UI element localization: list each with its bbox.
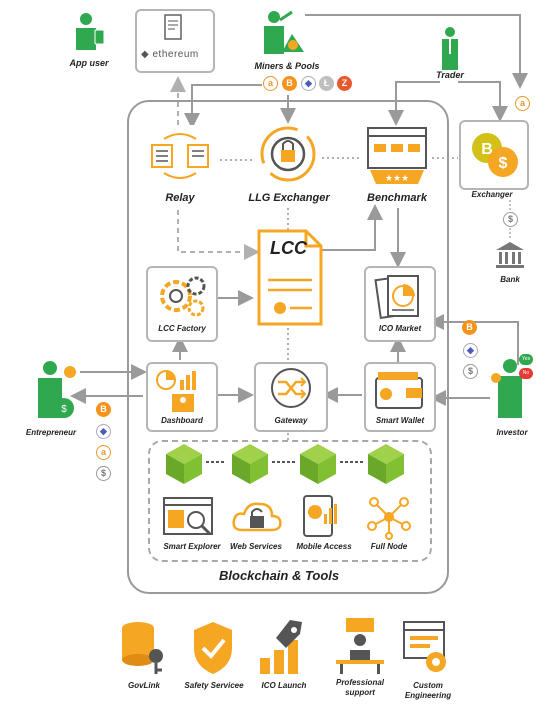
relay-label: Relay [165, 192, 195, 204]
exchanger-label: Exchanger [471, 190, 513, 199]
arrow-trader-benchmark [388, 81, 440, 126]
svg-text:★★★: ★★★ [385, 173, 409, 183]
dollar-coin-icon: $ [463, 364, 478, 379]
safety-service-label: Safety Servicee [184, 681, 244, 690]
llg-exchanger-label: LLG Exchanger [248, 192, 330, 204]
svg-text:$: $ [61, 404, 67, 415]
smart-explorer-icon [163, 497, 213, 536]
arrow-miners-exchanger [305, 14, 528, 89]
cloud-lock-icon [232, 502, 282, 532]
ico-market-module: ICO Market [364, 266, 436, 342]
lcc-document-icon [257, 229, 323, 326]
custom-engineering-label: Custom Engineering [404, 681, 452, 700]
custom-engineering-icon [403, 621, 446, 672]
gateway-shuffle-icon [271, 368, 311, 408]
llg-coin-icon: a [515, 96, 530, 111]
dashboard-chart-icon [156, 370, 196, 412]
container-title: Blockchain & Tools [219, 568, 340, 583]
web-services-label: Web Services [230, 542, 282, 551]
ico-launch-rocket-icon [260, 620, 302, 674]
ethereum-coin-icon: ◆ [96, 424, 111, 439]
litecoin-coin-icon: Ł [319, 76, 334, 91]
gear-icon [160, 276, 206, 317]
relay-module [143, 125, 219, 191]
investor-label: Investor [496, 428, 528, 437]
miner-icon [264, 10, 304, 54]
benchmark-label: Benchmark [367, 192, 427, 204]
benchmark-icon: ★★★ [367, 127, 427, 184]
investor-icon [491, 359, 522, 418]
arrow-investor-ico [428, 314, 519, 365]
mobile-access-icon [303, 495, 337, 537]
lcc-label: LCC [270, 238, 307, 258]
block-cube-icon [232, 444, 268, 484]
svg-text:$: $ [499, 155, 508, 172]
dollar-coin-icon: $ [503, 212, 518, 227]
bitcoin-coin-icon: B [282, 76, 297, 91]
zcash-coin-icon: Z [337, 76, 352, 91]
dollar-coin-icon: $ [96, 466, 111, 481]
llg-coin-icon: a [96, 445, 111, 460]
yes-badge: Yes [519, 354, 533, 365]
bitcoin-coin-icon: B [462, 320, 477, 335]
lcc-factory-label: LCC Factory [158, 324, 206, 333]
ethereum-diamond-icon: ◆ [141, 49, 150, 60]
mobile-access-label: Mobile Access [296, 542, 352, 551]
dashboard-module: Dashboard [146, 362, 218, 432]
blockchain-tools-box [148, 440, 432, 562]
professional-support-icon [336, 618, 384, 674]
full-node-label: Full Node [370, 542, 408, 551]
ico-market-label: ICO Market [378, 324, 422, 333]
blockchain-cubes [166, 444, 404, 484]
professional-support-label: Professional support [335, 678, 384, 697]
llg-exchanger-icon [260, 126, 316, 182]
ethereum-coin-icon: ◆ [301, 76, 316, 91]
relay-icon [151, 133, 209, 179]
gateway-label: Gateway [274, 416, 308, 425]
ico-report-icon [374, 274, 419, 320]
arrow-trader-exchanger [458, 81, 508, 122]
dashboard-label: Dashboard [161, 416, 203, 425]
exchanger-box: B $ [459, 120, 529, 190]
smart-wallet-label: Smart Wallet [375, 416, 425, 425]
bank-label: Bank [500, 275, 520, 284]
entrepreneur-label: Entrepreneur [25, 428, 77, 437]
ethereum-logo: ◆ ethereum [141, 49, 199, 60]
bank-icon [496, 242, 524, 268]
app-user-label: App user [69, 58, 109, 68]
block-cube-icon [368, 444, 404, 484]
wallet-icon [375, 372, 423, 409]
ethereum-coin-icon: ◆ [463, 343, 478, 358]
no-badge: No [519, 368, 533, 379]
block-cube-icon [300, 444, 336, 484]
arrow-relay-lcc [177, 210, 260, 260]
app-user-icon [76, 13, 105, 50]
safety-shield-icon [194, 622, 232, 674]
arrow-lcc-benchmark [322, 204, 383, 251]
arrow-miners-relay [184, 84, 262, 129]
govlink-label: GovLink [127, 681, 160, 690]
govlink-icon [122, 622, 163, 674]
svg-text:B: B [481, 141, 493, 158]
exchanger-coins-icon: B $ [472, 133, 518, 177]
blockchain-container [127, 100, 449, 594]
entrepreneur-icon: $ [38, 361, 76, 418]
miners-pools-label: Miners & Pools [254, 61, 320, 71]
lcc-factory-module: LCC Factory [146, 266, 218, 342]
trader-icon [442, 27, 458, 70]
full-node-icon [367, 497, 411, 540]
ico-launch-label: ICO Launch [261, 681, 307, 690]
ethereum-box: ◆ ethereum [135, 9, 215, 73]
llg-coin-icon: a [263, 76, 278, 91]
trader-label: Trader [436, 70, 464, 80]
contract-document-icon [164, 14, 182, 40]
gateway-module: Gateway [254, 362, 328, 432]
smart-explorer-label: Smart Explorer [163, 542, 221, 551]
smart-wallet-module: Smart Wallet [364, 362, 436, 432]
bitcoin-coin-icon: B [96, 402, 111, 417]
block-cube-icon [166, 444, 202, 484]
